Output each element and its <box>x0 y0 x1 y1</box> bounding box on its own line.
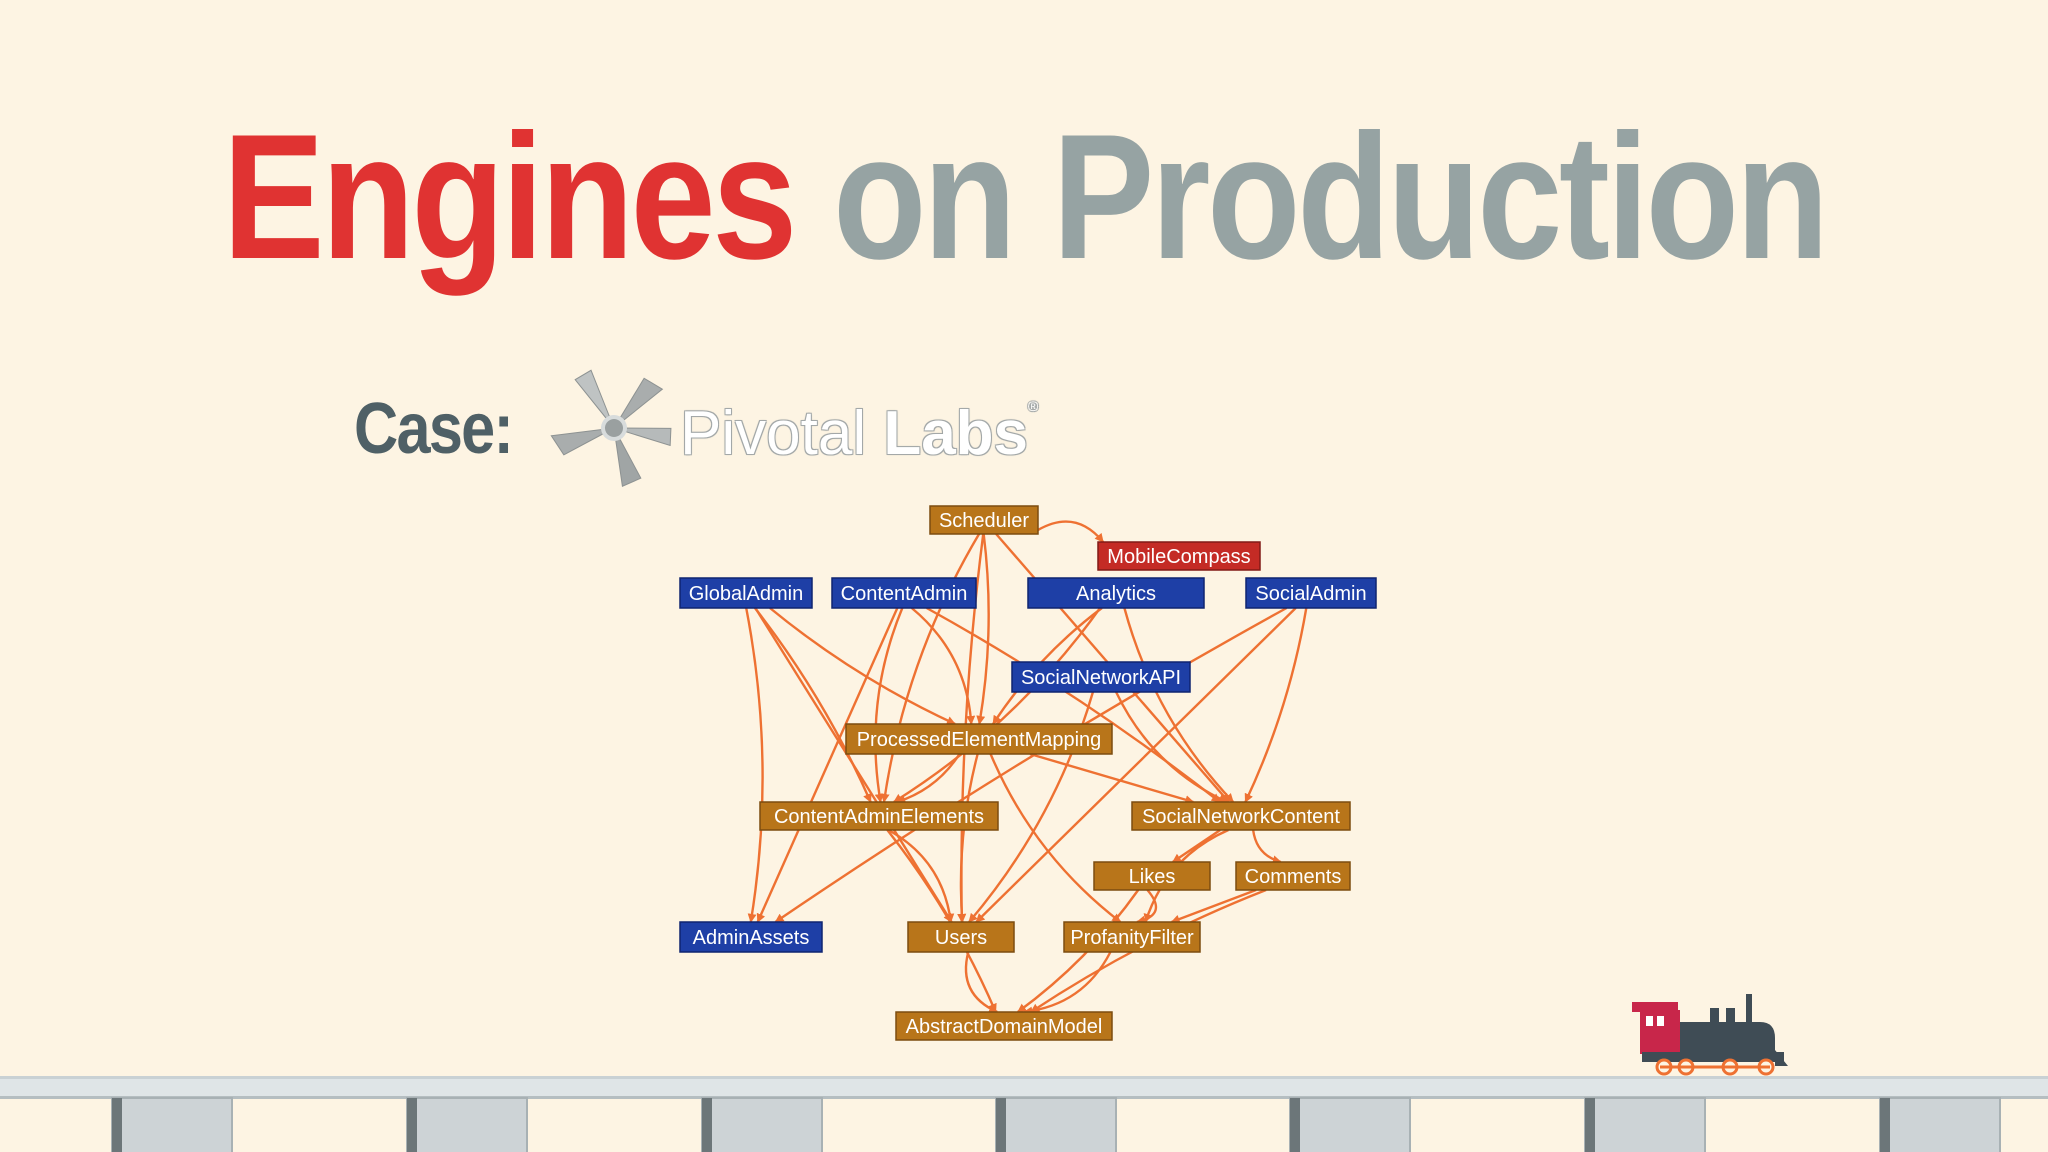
node-box-Users <box>907 921 1015 953</box>
edge-Users-to-AbstractDomainModel <box>964 951 999 1014</box>
node-ProcessedElementMapping: ProcessedElementMapping <box>845 723 1113 755</box>
node-box-ProcessedElementMapping <box>845 723 1113 755</box>
edge-SocialNetworkContent-to-Comments <box>1251 829 1282 865</box>
node-box-Comments <box>1235 861 1351 891</box>
node-box-ContentAdmin <box>831 577 977 609</box>
node-label-Users: Users <box>935 927 987 949</box>
node-label-Scheduler: Scheduler <box>939 510 1029 532</box>
node-label-MobileCompass: MobileCompass <box>1107 546 1250 568</box>
node-AdminAssets: AdminAssets <box>679 921 823 953</box>
edge-Likes-to-AbstractDomainModel <box>1017 889 1140 1013</box>
logo-word-pivotal: Pivotal <box>680 399 867 468</box>
node-ProfanityFilter: ProfanityFilter <box>1063 921 1201 953</box>
edge-Scheduler-to-ContentAdminElements <box>880 533 981 803</box>
edge-Analytics-to-SocialNetworkContent <box>1123 607 1235 803</box>
node-label-Analytics: Analytics <box>1076 583 1156 605</box>
node-GlobalAdmin: GlobalAdmin <box>679 577 813 609</box>
edge-ProcessedElementMapping-to-Users <box>957 753 979 923</box>
case-label: Case: <box>354 389 514 469</box>
node-Comments: Comments <box>1235 861 1351 891</box>
node-AbstractDomainModel: AbstractDomainModel <box>895 1011 1113 1041</box>
node-box-AdminAssets <box>679 921 823 953</box>
edge-SocialNetworkAPI-to-SocialNetworkContent <box>1115 691 1228 804</box>
edge-SocialNetworkContent-to-Likes <box>1172 829 1221 863</box>
node-ContentAdminElements: ContentAdminElements <box>759 801 999 831</box>
node-box-SocialNetworkContent <box>1131 801 1351 831</box>
edge-ContentAdmin-to-AdminAssets <box>756 607 899 923</box>
pivotal-labs-wordmark: Pivotal Labs® <box>680 398 1038 469</box>
railway-track <box>0 1076 2048 1152</box>
node-box-SocialAdmin <box>1245 577 1377 609</box>
node-SocialNetworkContent: SocialNetworkContent <box>1131 801 1351 831</box>
node-box-SocialNetworkAPI <box>1011 661 1191 693</box>
node-box-ContentAdminElements <box>759 801 999 831</box>
node-label-SocialNetworkAPI: SocialNetworkAPI <box>1021 667 1181 689</box>
title-highlight: Engines <box>222 97 798 296</box>
node-label-SocialAdmin: SocialAdmin <box>1255 583 1366 605</box>
node-ContentAdmin: ContentAdmin <box>831 577 977 609</box>
edge-Scheduler-to-ProcessedElementMapping <box>976 533 990 725</box>
edge-Analytics-to-ContentAdminElements <box>893 607 1102 804</box>
edge-Scheduler-to-MobileCompass <box>1037 520 1105 543</box>
edge-ContentAdmin-to-ContentAdminElements <box>874 607 904 803</box>
node-Users: Users <box>907 921 1015 953</box>
edge-ProcessedElementMapping-to-SocialNetworkContent <box>1029 752 1195 805</box>
node-Likes: Likes <box>1093 861 1211 891</box>
edge-ProfanityFilter-to-AbstractDomainModel <box>1023 951 1112 1016</box>
title-rest: on Production <box>833 97 1829 296</box>
node-box-Likes <box>1093 861 1211 891</box>
node-box-GlobalAdmin <box>679 577 813 609</box>
edge-SocialAdmin-to-Users <box>975 607 1297 923</box>
edge-Likes-to-ProfanityFilter <box>1136 889 1158 925</box>
logo-word-labs: Labs <box>883 399 1029 468</box>
train-engine-icon <box>1632 994 1788 1076</box>
node-label-AbstractDomainModel: AbstractDomainModel <box>906 1016 1103 1038</box>
edge-ContentAdmin-to-SocialNetworkContent <box>926 606 1221 803</box>
edge-ContentAdminElements-to-Users <box>887 828 955 923</box>
edge-SocialAdmin-to-AdminAssets <box>774 606 1288 923</box>
node-box-ProfanityFilter <box>1063 921 1201 953</box>
node-Scheduler: Scheduler <box>929 505 1039 535</box>
node-box-AbstractDomainModel <box>895 1011 1113 1041</box>
edge-ContentAdmin-to-ProcessedElementMapping <box>910 607 976 725</box>
node-label-SocialNetworkContent: SocialNetworkContent <box>1142 806 1340 828</box>
edge-ProcessedElementMapping-to-ContentAdminElements <box>896 753 961 804</box>
edge-GlobalAdmin-to-ProcessedElementMapping <box>769 607 956 726</box>
logo-registered-mark: ® <box>1028 398 1039 414</box>
node-label-Comments: Comments <box>1245 866 1342 888</box>
node-label-ContentAdminElements: ContentAdminElements <box>774 806 984 828</box>
node-MobileCompass: MobileCompass <box>1097 541 1261 571</box>
node-SocialNetworkAPI: SocialNetworkAPI <box>1011 661 1191 693</box>
edge-SocialAdmin-to-SocialNetworkContent <box>1244 607 1308 803</box>
edge-Analytics-to-ProcessedElementMapping <box>992 607 1103 725</box>
node-SocialAdmin: SocialAdmin <box>1245 577 1377 609</box>
edge-ContentAdminElements-to-AbstractDomainModel <box>886 829 997 1013</box>
edge-GlobalAdmin-to-Users <box>754 607 953 923</box>
node-label-GlobalAdmin: GlobalAdmin <box>689 583 804 605</box>
slide-title: Engines on Production <box>144 108 1905 286</box>
node-Analytics: Analytics <box>1027 577 1205 609</box>
node-box-Scheduler <box>929 505 1039 535</box>
node-label-ProfanityFilter: ProfanityFilter <box>1070 927 1194 949</box>
node-label-ProcessedElementMapping: ProcessedElementMapping <box>857 729 1102 751</box>
edge-Comments-to-ProfanityFilter <box>1170 888 1257 924</box>
node-label-Likes: Likes <box>1129 866 1176 888</box>
node-box-MobileCompass <box>1097 541 1261 571</box>
node-box-Analytics <box>1027 577 1205 609</box>
node-label-AdminAssets: AdminAssets <box>693 927 810 949</box>
edge-ProcessedElementMapping-to-ProfanityFilter <box>989 753 1122 923</box>
edge-GlobalAdmin-to-ContentAdminElements <box>753 607 872 803</box>
edge-GlobalAdmin-to-AdminAssets <box>745 607 764 923</box>
pivotal-labs-logo-icon <box>550 369 672 487</box>
node-label-ContentAdmin: ContentAdmin <box>841 583 968 605</box>
